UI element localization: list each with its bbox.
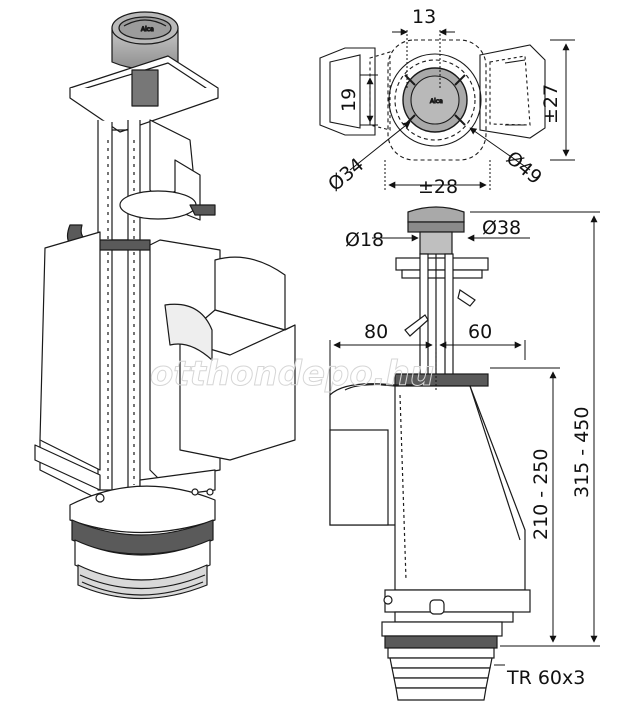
plan-dimension-lines: [349, 28, 575, 192]
dim-38: Ø38: [482, 217, 521, 239]
dim-28: ±28: [418, 176, 458, 198]
brand-logo: Alca: [141, 26, 154, 33]
side-dimension-lines: [329, 211, 600, 666]
dim-49: Ø49: [502, 147, 546, 189]
perspective-view: Alca: [34, 11, 296, 600]
dim-18: Ø18: [345, 229, 384, 251]
plan-brand-logo: Alca: [430, 98, 443, 105]
plan-view: Alca: [319, 39, 546, 161]
side-view: [329, 206, 531, 701]
dim-80: 80: [364, 321, 388, 343]
push-button: Alca: [111, 11, 179, 70]
dim-315-450: 315 - 450: [571, 407, 593, 498]
dim-19: 19: [338, 88, 360, 112]
dim-thread: TR 60x3: [506, 667, 585, 689]
watermark: otthondepo.hu: [150, 354, 434, 394]
dim-27: ±27: [540, 84, 562, 124]
dim-60: 60: [468, 321, 492, 343]
dim-13: 13: [412, 6, 436, 28]
dim-210-250: 210 - 250: [530, 449, 552, 540]
